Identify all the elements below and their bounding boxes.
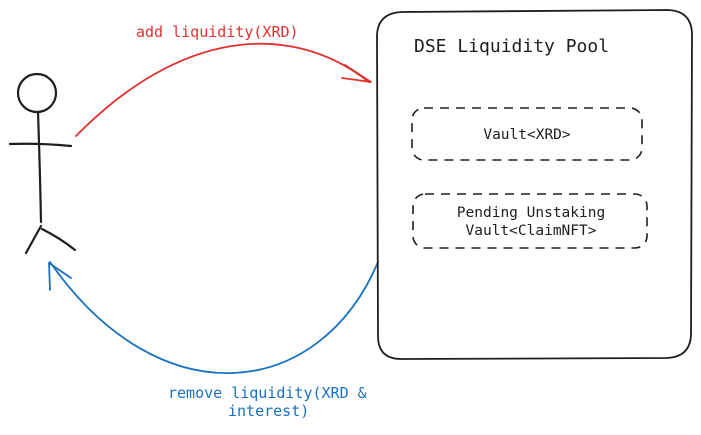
pending-unstaking-label: Pending Unstaking — [457, 205, 605, 221]
pending-unstaking-vault-box — [412, 193, 648, 249]
vault-xrd-box — [411, 107, 643, 161]
pool-container — [376, 9, 693, 360]
user-left-leg — [24, 224, 43, 255]
add-liquidity-arrow-line — [75, 42, 370, 137]
remove-liquidity-label-line1: remove liquidity(XRD & — [168, 384, 367, 402]
remove-liquidity-label-line2: interest) — [228, 402, 309, 420]
user-right-leg — [40, 227, 77, 252]
user-head — [16, 72, 58, 114]
user-stick-figure — [8, 72, 77, 255]
user-arms — [8, 142, 73, 148]
add-liquidity-arrowhead — [341, 64, 372, 83]
pool-title: DSE Liquidity Pool — [414, 36, 609, 57]
add-liquidity-arrow — [75, 42, 372, 137]
user-body — [36, 110, 43, 224]
remove-liquidity-arrow — [48, 261, 379, 375]
remove-liquidity-arrow-line — [49, 261, 379, 375]
vault-xrd-label: Vault<XRD> — [483, 127, 571, 143]
claim-nft-vault-label: Vault<ClaimNFT> — [466, 223, 597, 239]
add-liquidity-label: add liquidity(XRD) — [136, 23, 299, 41]
remove-liquidity-arrowhead — [48, 262, 72, 291]
